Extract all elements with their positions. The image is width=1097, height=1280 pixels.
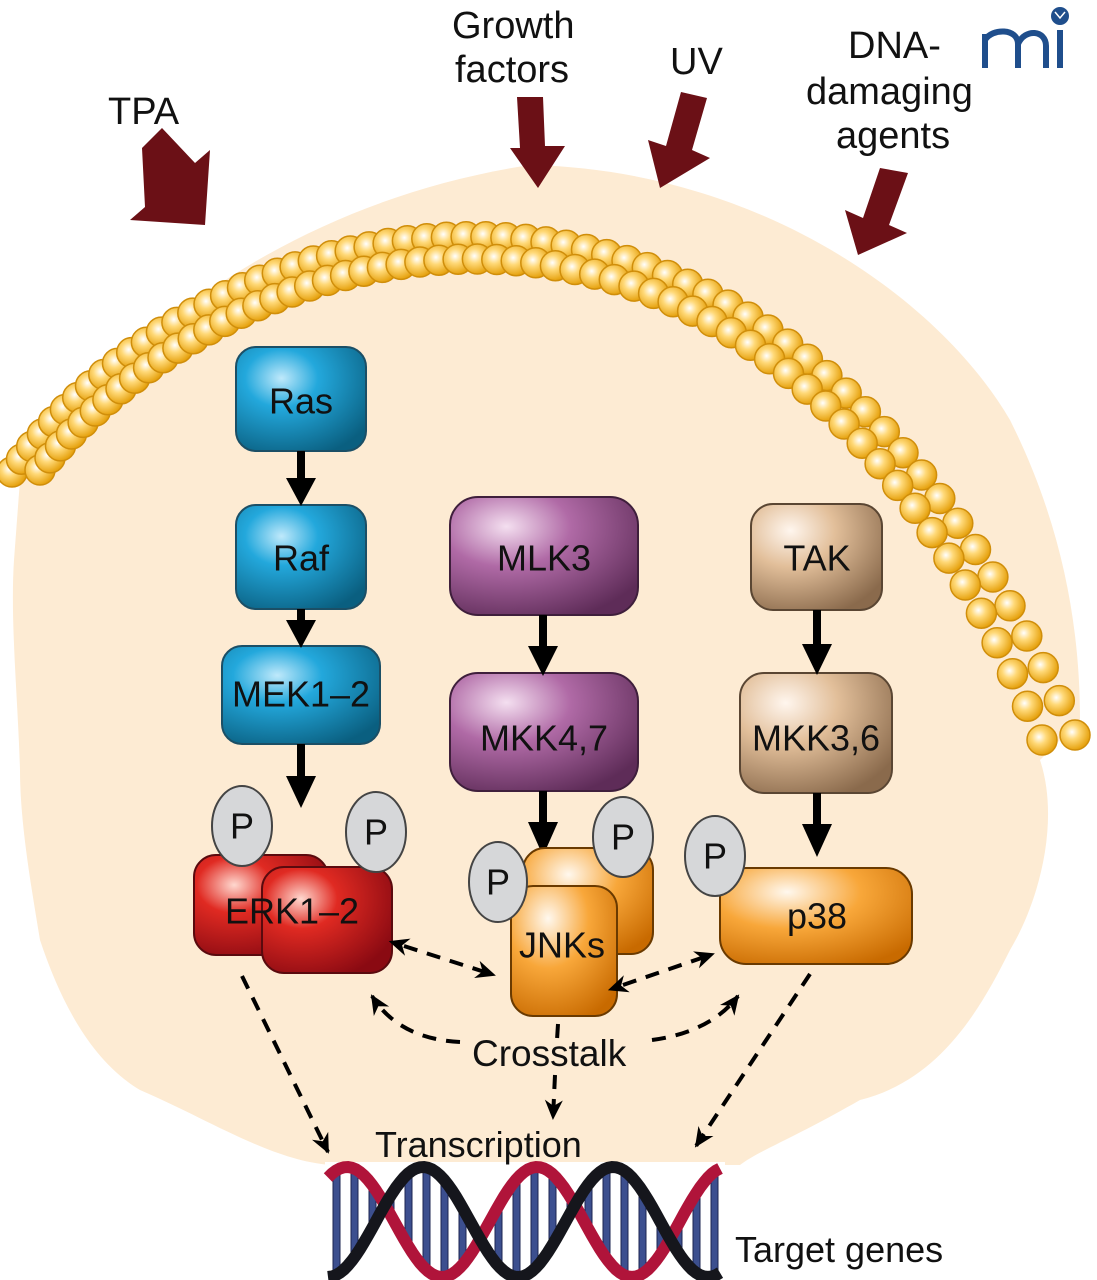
lipid-bead <box>994 590 1026 622</box>
base-pair <box>440 1179 449 1278</box>
lipid-bead <box>881 469 914 502</box>
base-pair <box>620 1170 629 1276</box>
erk-pathway: Ras Raf MEK1–2 <box>221 346 381 745</box>
phosphate-erk-2: P <box>345 791 407 873</box>
crosstalk-arrows <box>240 938 812 1154</box>
lipid-bilayer-membrane <box>0 220 1091 756</box>
lipid-bead <box>965 597 998 629</box>
mkk47-label: MKK4,7 <box>480 718 608 759</box>
mkk36-label: MKK3,6 <box>752 718 880 759</box>
lipid-bead <box>916 516 948 549</box>
phosphate-jnk-1: P <box>468 841 528 923</box>
base-pair <box>332 1170 341 1276</box>
lipid-bead <box>1011 620 1043 652</box>
logo-dot <box>1051 7 1069 25</box>
base-pair <box>530 1166 539 1270</box>
p38-kinase: p38 <box>719 867 913 965</box>
p38-pathway: TAK MKK3,6 <box>739 503 893 794</box>
transcription-label: Transcription <box>375 1124 582 1165</box>
dna-strand-black <box>327 1160 724 1280</box>
target-genes-label: Target genes <box>735 1229 943 1270</box>
jnk-pathway: MLK3 MKK4,7 <box>449 496 639 792</box>
crosstalk-erk-jnk <box>388 938 496 979</box>
lipid-bead <box>959 533 992 566</box>
crosstalk-to-transcription <box>544 1074 563 1120</box>
svg-text:P: P <box>364 812 388 853</box>
stimulus-label-growth-factors-line2: factors <box>455 49 569 91</box>
stimulus-label-tpa: TPA <box>108 91 180 133</box>
jnk-front-box <box>510 885 618 1017</box>
lipid-bead <box>1011 690 1044 722</box>
stimulus-label-dna-line2: damaging <box>806 71 973 113</box>
lipid-bead <box>1027 651 1059 684</box>
raf-label: Raf <box>273 538 330 579</box>
svg-text:P: P <box>486 862 510 903</box>
lipid-bead <box>981 627 1013 659</box>
svg-text:P: P <box>230 806 254 847</box>
erk-kinase: ERK1–2 <box>193 854 393 974</box>
stimulus-label-growth-factors-line1: Growth <box>452 5 574 47</box>
svg-text:P: P <box>611 817 635 858</box>
crosstalk-right-curve <box>651 994 740 1042</box>
lipid-bead <box>846 427 878 459</box>
p38-box <box>719 867 913 965</box>
erk-label: ERK1–2 <box>225 891 359 932</box>
crosstalk-jnk-p38 <box>607 951 715 993</box>
crosstalk-label: Crosstalk <box>472 1033 627 1074</box>
growth-factors-arrow <box>510 97 565 188</box>
erk2-box <box>261 866 393 974</box>
lipid-bead <box>1059 719 1091 751</box>
base-pair <box>710 1171 719 1277</box>
dna-strand-red <box>323 1160 723 1280</box>
lipid-bead <box>933 542 965 574</box>
base-pair <box>422 1166 431 1270</box>
logo-m <box>982 28 1049 68</box>
mlk3-label: MLK3 <box>497 538 591 579</box>
p38-to-transcription <box>694 972 812 1148</box>
cascade-arrows <box>286 451 832 857</box>
phosphate-groups: P P P P P <box>211 785 746 923</box>
lipid-bead <box>864 447 896 480</box>
lipid-bead <box>949 569 982 601</box>
lipid-bead <box>1043 684 1076 717</box>
ras-label: Ras <box>269 381 333 422</box>
lipid-bead <box>996 657 1029 690</box>
erk-to-transcription <box>240 975 330 1154</box>
stimulus-label-dna-line3: agents <box>836 115 950 157</box>
lipid-bead <box>1026 724 1058 756</box>
phosphate-erk-1: P <box>211 785 273 867</box>
stimulus-arrows <box>130 92 908 255</box>
dna-double-helix <box>323 1160 724 1280</box>
lipid-bead <box>899 492 931 525</box>
mek-label: MEK1–2 <box>232 674 370 715</box>
phosphate-jnk-2: P <box>592 796 654 878</box>
stimulus-label-dna-line1: DNA- <box>848 25 941 67</box>
tpa-arrow <box>130 128 210 225</box>
tak-label: TAK <box>783 538 850 579</box>
stimulus-label-uv: UV <box>670 41 723 83</box>
phosphate-p38: P <box>684 815 746 897</box>
crosstalk-left-curve <box>370 994 461 1044</box>
lipid-bead <box>828 408 860 440</box>
jnk-to-crosstalk <box>555 1023 560 1041</box>
lipid-bead <box>977 561 1009 593</box>
base-pair <box>512 1179 521 1278</box>
uv-arrow <box>648 92 710 188</box>
dna-damaging-arrow <box>845 168 908 255</box>
jnk-label: JNKs <box>519 925 605 966</box>
journal-logo <box>982 7 1069 68</box>
svg-text:P: P <box>703 836 727 877</box>
p38-label: p38 <box>787 896 847 937</box>
